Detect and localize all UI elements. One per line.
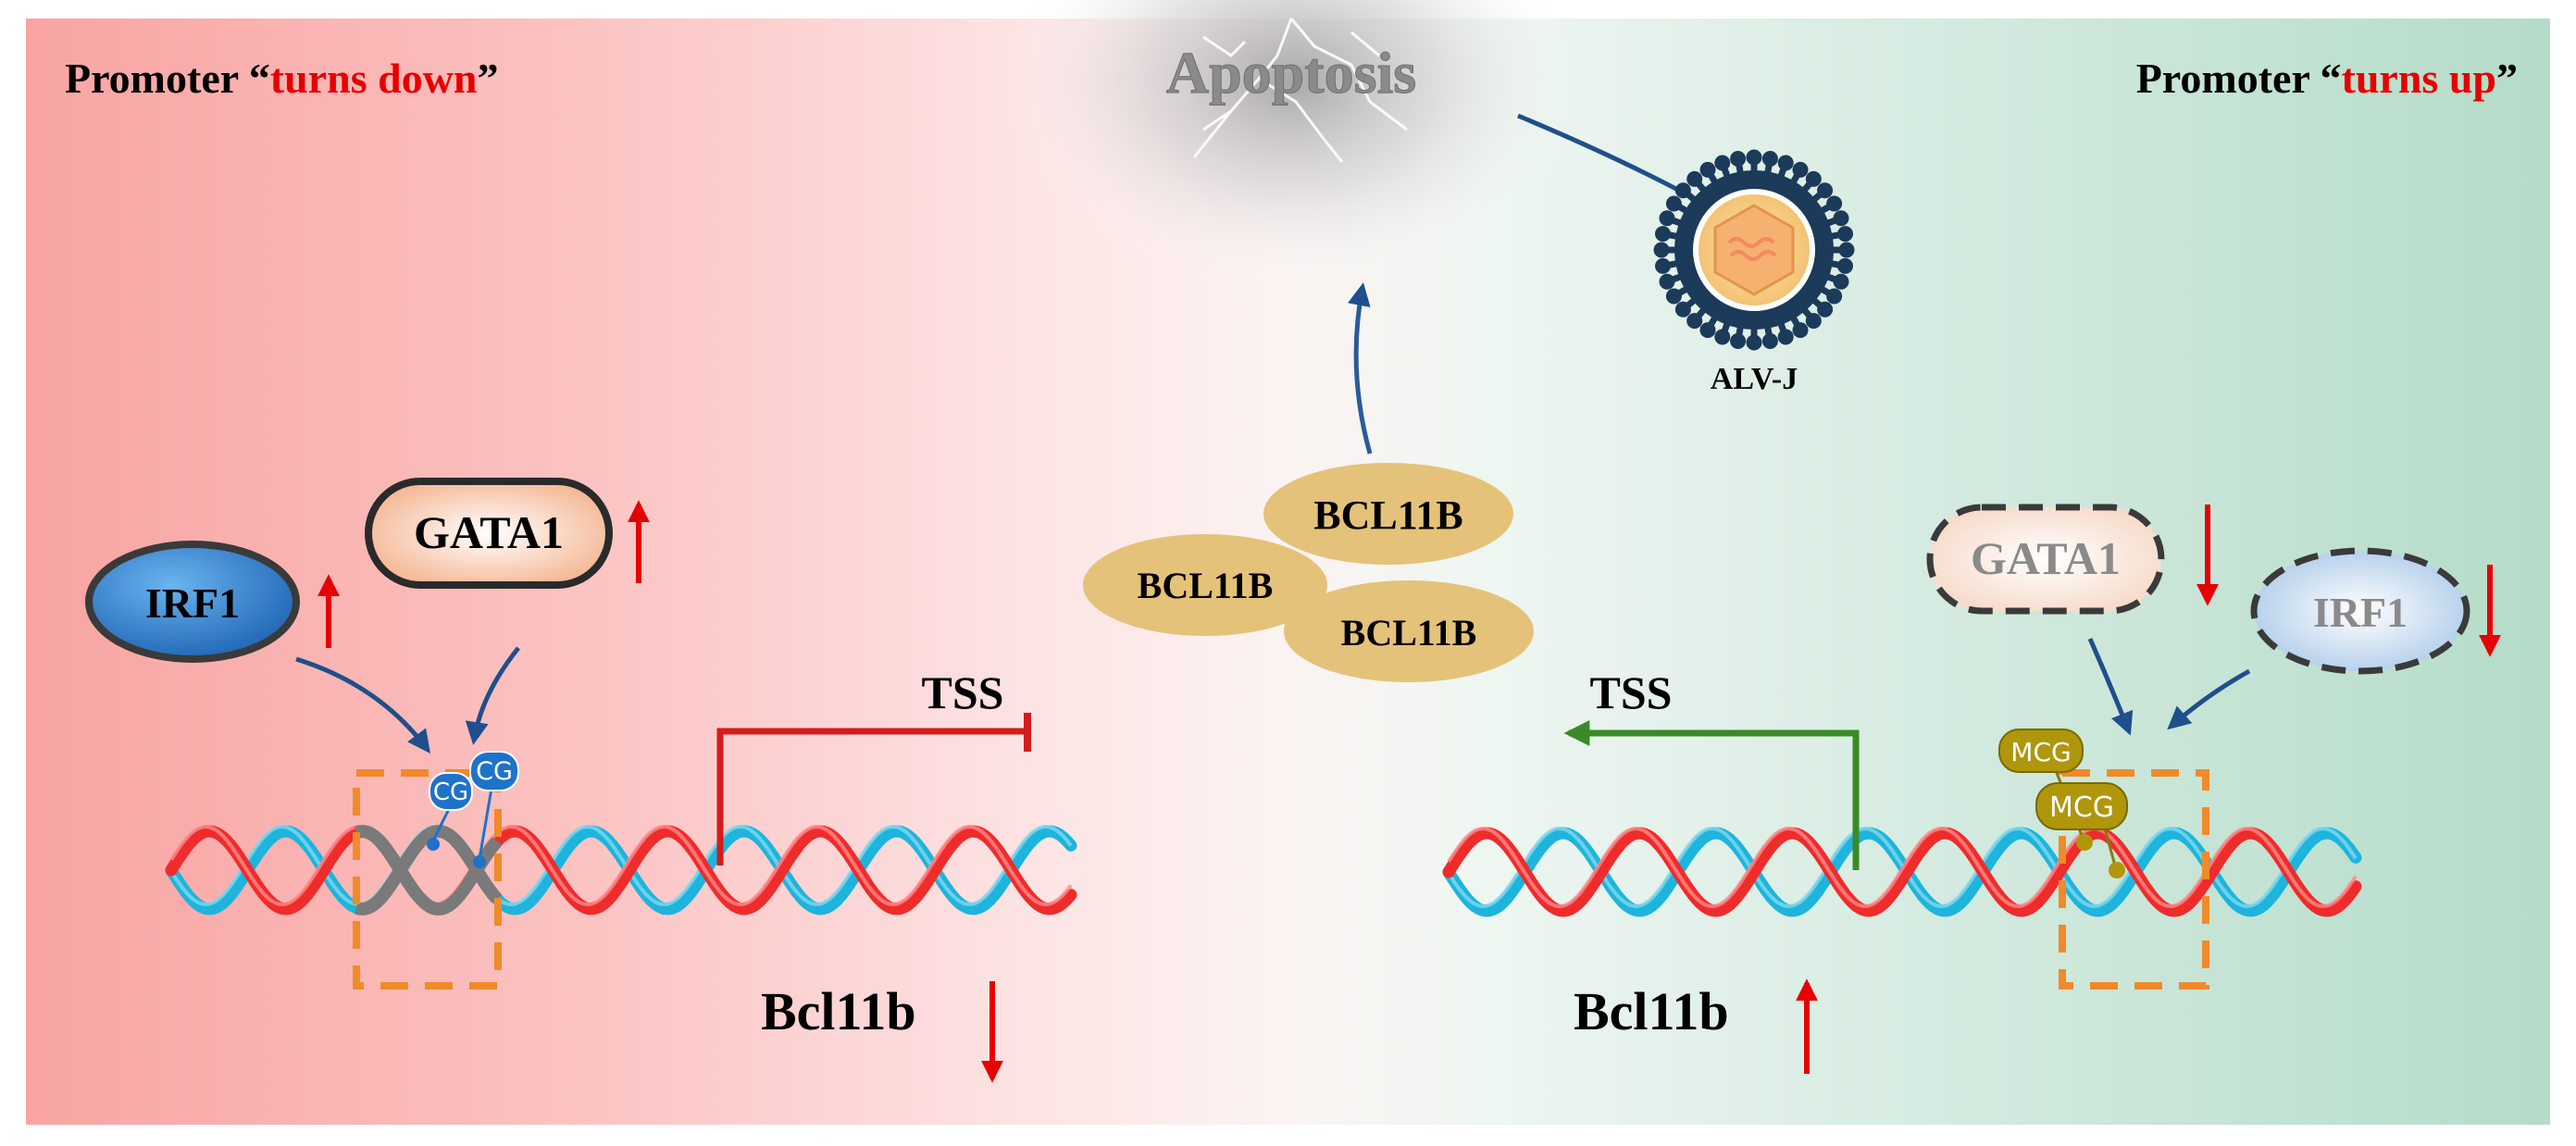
virus-spike-tip <box>1699 322 1716 339</box>
virus-spike-tip <box>1686 170 1703 187</box>
right-gata1-protein: GATA1 <box>1926 504 2165 615</box>
right-tss-active-arrow <box>1563 720 1860 870</box>
virus-spike-tip <box>1761 151 1778 167</box>
left-irf1-protein: IRF1 <box>85 541 300 663</box>
virus-spike-tip <box>1805 313 1822 330</box>
virus-spike-tip <box>1833 273 1849 290</box>
virus-spike-tip <box>1659 273 1675 290</box>
svg-text:CG: CG <box>476 757 513 786</box>
right-cpg-region-box <box>2059 769 2209 990</box>
virus-spike-tip <box>1714 329 1731 345</box>
virus-spike-tip <box>1833 210 1849 227</box>
right-mcg-marker-1: MCG <box>1998 729 2093 851</box>
svg-text:MCG: MCG <box>2049 791 2114 824</box>
virus-label: ALV-J <box>1711 362 1798 396</box>
virus-spike-tip <box>1777 329 1794 345</box>
svg-text:BCL11B: BCL11B <box>1313 492 1462 538</box>
left-gene-label: Bcl11b <box>761 981 916 1041</box>
virus-spike-tip <box>1761 333 1778 349</box>
dna-strand-red <box>165 825 1077 916</box>
virus-spike-tip <box>1817 182 1834 199</box>
virus-spike-tip <box>1699 161 1716 178</box>
bcl11b-protein-1: BCL11B <box>1263 463 1513 565</box>
dna-strand-red <box>1442 827 2362 917</box>
virus-spike-tip <box>1826 195 1843 212</box>
virus-spike-tip <box>1674 182 1691 199</box>
right-mcg-marker-2: MCG <box>2035 782 2128 878</box>
virus-spike-tip <box>1746 149 1762 166</box>
left-gata1-protein: GATA1 <box>365 478 613 589</box>
virus-spike-tip <box>1665 195 1682 212</box>
right-title: Promoter “turns up” <box>2136 55 2518 102</box>
left-gata1-binding-arrow <box>465 646 520 745</box>
svg-text:BCL11B: BCL11B <box>1341 612 1477 654</box>
right-tss-label: TSS <box>1590 666 1673 718</box>
left-cg-marker-1: CG <box>427 772 473 851</box>
virus-spike-tip <box>1659 210 1675 227</box>
virus-spike-tip <box>1653 242 1670 258</box>
bcl11b-to-apoptosis-arrow <box>1348 282 1373 455</box>
virus-spike-tip <box>1686 313 1703 330</box>
svg-text:BCL11B: BCL11B <box>1138 565 1274 606</box>
virus-spike-tip <box>1838 242 1855 258</box>
apoptosis-cloud <box>995 0 1587 315</box>
dna-strand-highlight <box>169 824 1073 907</box>
left-tss-label: TSS <box>922 666 1004 718</box>
virus-spike-tip <box>1792 161 1809 178</box>
apoptosis-label: Apoptosis <box>1166 40 1416 106</box>
right-gata1-binding-arrow <box>2087 637 2134 736</box>
apoptosis-crack-lines <box>1192 18 1408 163</box>
virus-spike-tip <box>1826 288 1843 305</box>
virus-spike-tip <box>1817 301 1834 318</box>
virus-spike-tip <box>1674 301 1691 318</box>
virus-spike-tip <box>1837 226 1853 243</box>
virus-spike-tip <box>1746 334 1762 351</box>
svg-text:CG: CG <box>433 779 468 806</box>
virus-spike-tip <box>1655 226 1671 243</box>
left-cg-marker-2: CG <box>469 751 519 868</box>
left-irf1-binding-arrow <box>295 656 430 754</box>
virus-spike-tip <box>1730 151 1747 167</box>
virus-spike-tip <box>1665 288 1682 305</box>
bcl11b-protein-2: BCL11B <box>1083 534 1327 636</box>
svg-text:GATA1: GATA1 <box>414 506 564 558</box>
virus-spike-tip <box>1655 257 1671 274</box>
svg-text:IRF1: IRF1 <box>2313 589 2408 636</box>
alvj-virus-icon <box>1653 149 1855 351</box>
svg-text:MCG: MCG <box>2010 737 2071 767</box>
virus-spike-tip <box>1805 170 1822 187</box>
virus-spike-tip <box>1714 155 1731 171</box>
virus-spike-tip <box>1777 155 1794 171</box>
left-title: Promoter “turns down” <box>65 55 499 102</box>
virus-spike-tip <box>1730 333 1747 349</box>
right-irf1-binding-arrow <box>2167 668 2251 730</box>
right-irf1-protein: IRF1 <box>2250 547 2470 675</box>
bcl11b-protein-3: BCL11B <box>1284 580 1534 682</box>
svg-text:GATA1: GATA1 <box>1971 532 2121 584</box>
dna-methylated-segment <box>355 825 503 916</box>
left-tss-blocked-line <box>716 728 1027 866</box>
svg-text:IRF1: IRF1 <box>145 579 240 627</box>
left-dna-helix <box>165 824 1077 916</box>
virus-spike-tip <box>1837 257 1853 274</box>
right-gene-label: Bcl11b <box>1574 981 1729 1041</box>
left-cpg-region-box <box>353 769 502 990</box>
virus-spike-tip <box>1792 322 1809 339</box>
